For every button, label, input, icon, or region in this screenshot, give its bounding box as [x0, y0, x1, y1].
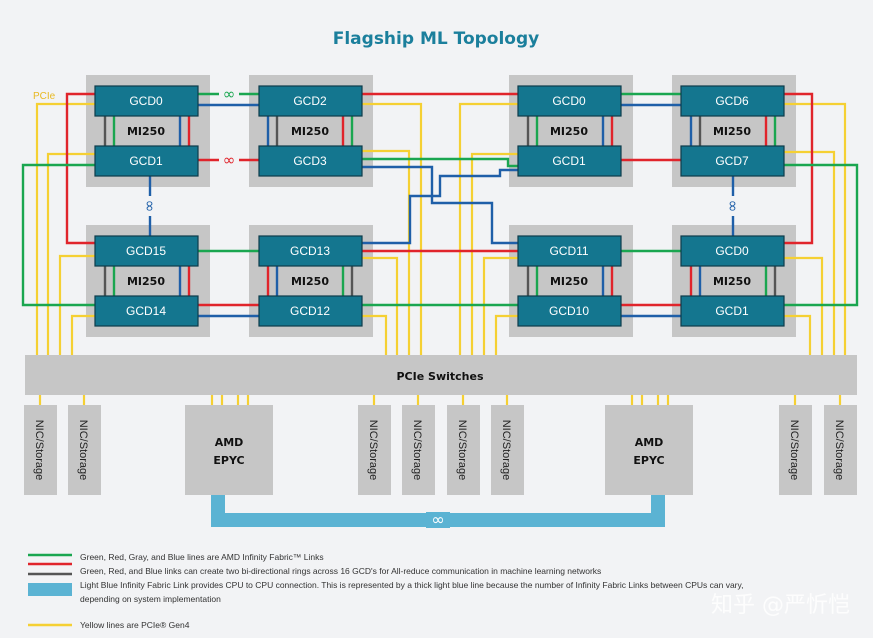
svg-text:∞: ∞ — [223, 85, 236, 103]
pcie-switches-label: PCIe Switches — [397, 370, 484, 383]
svg-text:AMD: AMD — [635, 436, 664, 449]
svg-text:GCD10: GCD10 — [549, 304, 589, 318]
watermark: 知乎 @严忻恺 — [711, 593, 850, 618]
svg-text:GCD0: GCD0 — [715, 244, 749, 258]
svg-text:Yellow lines are PCIe® Gen4: Yellow lines are PCIe® Gen4 — [80, 620, 190, 630]
svg-text:∞: ∞ — [223, 151, 236, 169]
svg-text:NIC/Storage: NIC/Storage — [77, 420, 89, 481]
pcie-links — [35, 102, 847, 405]
svg-text:GCD3: GCD3 — [293, 154, 327, 168]
svg-text:MI250: MI250 — [127, 125, 165, 138]
svg-text:MI250: MI250 — [127, 275, 165, 288]
pcie-label: PCIe — [33, 91, 56, 102]
svg-text:NIC/Storage: NIC/Storage — [456, 420, 468, 481]
svg-text:GCD2: GCD2 — [293, 94, 327, 108]
svg-text:Light Blue Infinity Fabric Lin: Light Blue Infinity Fabric Link provides… — [80, 580, 744, 590]
svg-text:MI250: MI250 — [291, 125, 329, 138]
svg-text:GCD7: GCD7 — [715, 154, 749, 168]
svg-text:GCD14: GCD14 — [126, 304, 166, 318]
svg-text:NIC/Storage: NIC/Storage — [788, 420, 800, 481]
svg-text:GCD0: GCD0 — [552, 94, 586, 108]
pcie-switches — [25, 355, 857, 395]
svg-text:Green, Red, and Blue links can: Green, Red, and Blue links can create tw… — [80, 566, 601, 576]
svg-text:NIC/Storage: NIC/Storage — [33, 420, 45, 481]
svg-text:MI250: MI250 — [713, 275, 751, 288]
svg-text:GCD1: GCD1 — [552, 154, 586, 168]
svg-text:NIC/Storage: NIC/Storage — [411, 420, 423, 481]
infinity-fabric-icon: ∞ ∞ ∞ ∞ — [141, 85, 742, 216]
svg-text:MI250: MI250 — [550, 125, 588, 138]
page-title: Flagship ML Topology — [333, 29, 540, 49]
cpu-epyc: AMD EPYC — [185, 405, 273, 495]
svg-text:GCD12: GCD12 — [290, 304, 330, 318]
svg-text:GCD0: GCD0 — [129, 94, 163, 108]
infinity-fabric-icon: ∞ — [431, 510, 444, 529]
svg-text:GCD1: GCD1 — [715, 304, 749, 318]
svg-text:∞: ∞ — [141, 200, 159, 213]
svg-text:GCD13: GCD13 — [290, 244, 330, 258]
svg-text:GCD11: GCD11 — [549, 244, 588, 258]
svg-text:MI250: MI250 — [550, 275, 588, 288]
gcd-blocks: GCD0 GCD1 MI250 GCD2 GCD3 MI250 GCD0 GCD… — [94, 85, 785, 327]
svg-text:∞: ∞ — [724, 200, 742, 213]
svg-text:NIC/Storage: NIC/Storage — [833, 420, 845, 481]
svg-text:EPYC: EPYC — [213, 454, 244, 467]
svg-text:GCD1: GCD1 — [129, 154, 163, 168]
svg-text:NIC/Storage: NIC/Storage — [367, 420, 379, 481]
svg-text:EPYC: EPYC — [633, 454, 664, 467]
svg-text:GCD15: GCD15 — [126, 244, 166, 258]
svg-text:MI250: MI250 — [291, 275, 329, 288]
nic-storage-boxes: NIC/Storage NIC/Storage NIC/Storage NIC/… — [24, 405, 857, 495]
svg-text:NIC/Storage: NIC/Storage — [500, 420, 512, 481]
cpu-epyc: AMD EPYC — [605, 405, 693, 495]
svg-text:Green, Red, Gray, and Blue lin: Green, Red, Gray, and Blue lines are AMD… — [80, 552, 324, 562]
svg-text:GCD6: GCD6 — [715, 94, 749, 108]
legend: Green, Red, Gray, and Blue lines are AMD… — [28, 552, 744, 630]
svg-text:MI250: MI250 — [713, 125, 751, 138]
svg-text:depending on system implementa: depending on system implementation — [80, 594, 221, 604]
svg-text:AMD: AMD — [215, 436, 244, 449]
infinity-fabric-links — [21, 92, 859, 318]
